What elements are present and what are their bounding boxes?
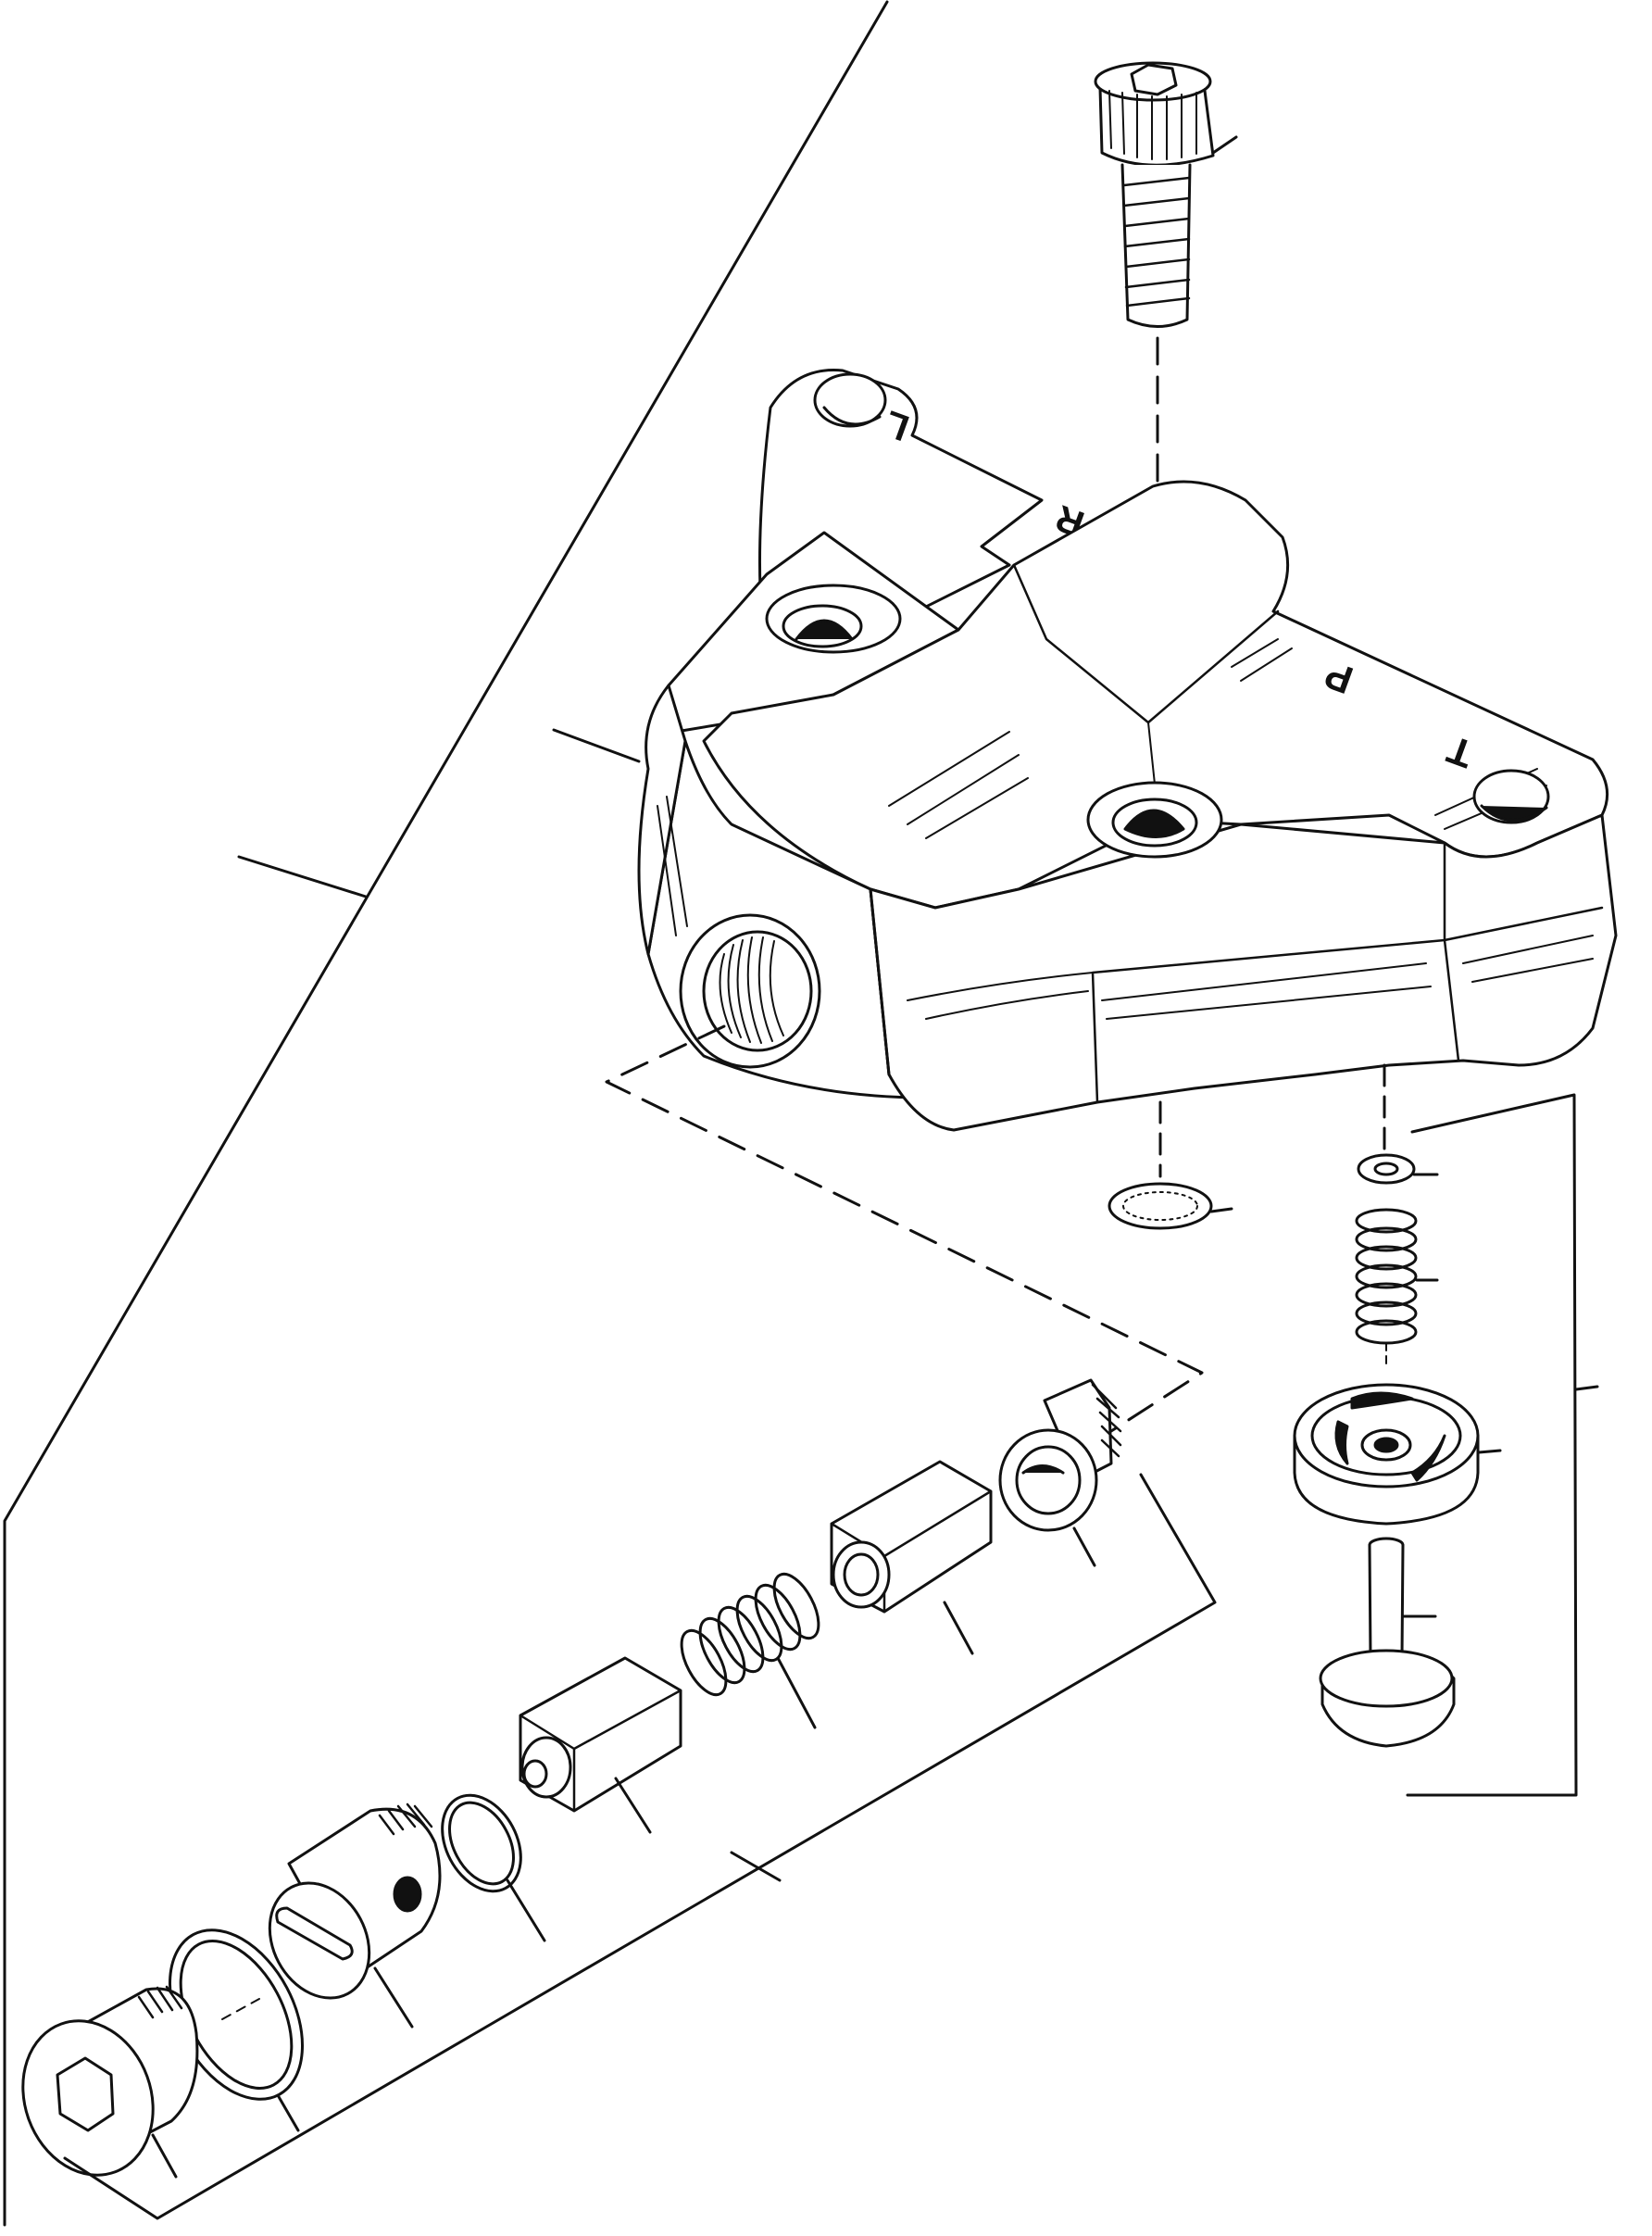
leader-right-stack [1574,1385,1599,1391]
leader-plug [151,2133,178,2179]
right-valve-stack [1293,1153,1480,1748]
leader-cap-screw [1211,135,1238,155]
leader-seat-body [373,1966,414,2029]
valve-body: L R P T [637,369,1618,1132]
cartridge-alignment-line [605,1024,1204,1433]
leader-valve-seat [1477,1449,1502,1454]
leader-valve-body [552,728,641,763]
leader-sealing-washer [1209,1207,1233,1213]
right-stack-bracket [1406,1093,1578,1797]
cartridge-assembly [21,1378,1122,2177]
leader-cartridge-assembly [730,1851,782,1882]
leader-hex-piston [614,1777,652,1834]
leader-hex-sleeve [943,1601,974,1655]
leader-large-ring [276,2093,300,2132]
leader-assembly [237,855,368,898]
cap-screw [1094,61,1215,328]
leader-o-ring [506,1878,546,1942]
leader-cartridge-spring [776,1656,817,1729]
cartridge-bracket [63,1473,1217,2220]
sealing-washer [1108,1182,1213,1230]
leader-adjuster-screw [1072,1526,1096,1567]
assembly-boundary-line [3,0,889,2227]
